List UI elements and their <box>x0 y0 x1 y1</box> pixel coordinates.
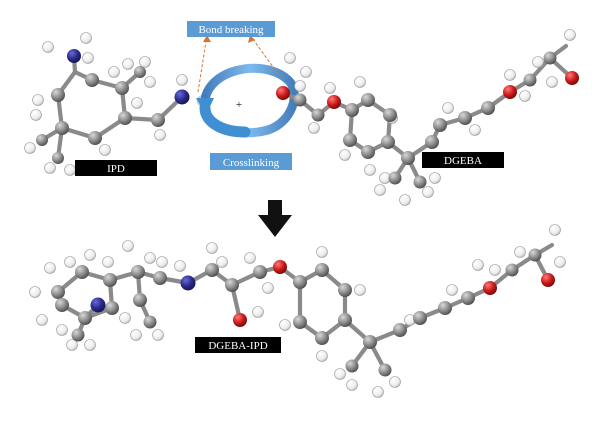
bond-breaking-label: Bond breaking <box>187 21 275 37</box>
plus-sign: + <box>236 99 242 111</box>
down-arrow-icon <box>258 200 292 237</box>
svg-text:DGEBA-IPD: DGEBA-IPD <box>208 340 267 352</box>
dgeba-molecule <box>276 29 579 206</box>
crosslinking-label: Crosslinking <box>210 153 292 170</box>
svg-text:Bond breaking: Bond breaking <box>198 24 264 36</box>
svg-text:IPD: IPD <box>107 163 125 175</box>
dgeba-ipd-molecule <box>29 224 566 398</box>
svg-text:Crosslinking: Crosslinking <box>223 157 280 169</box>
ipd-label: IPD <box>75 160 157 176</box>
crosslink-arrow-icon <box>196 63 299 138</box>
svg-text:DGEBA: DGEBA <box>444 155 482 167</box>
dgeba-label: DGEBA <box>422 152 504 168</box>
dgeba-ipd-label: DGEBA-IPD <box>195 337 281 353</box>
ipd-molecule <box>24 32 209 176</box>
